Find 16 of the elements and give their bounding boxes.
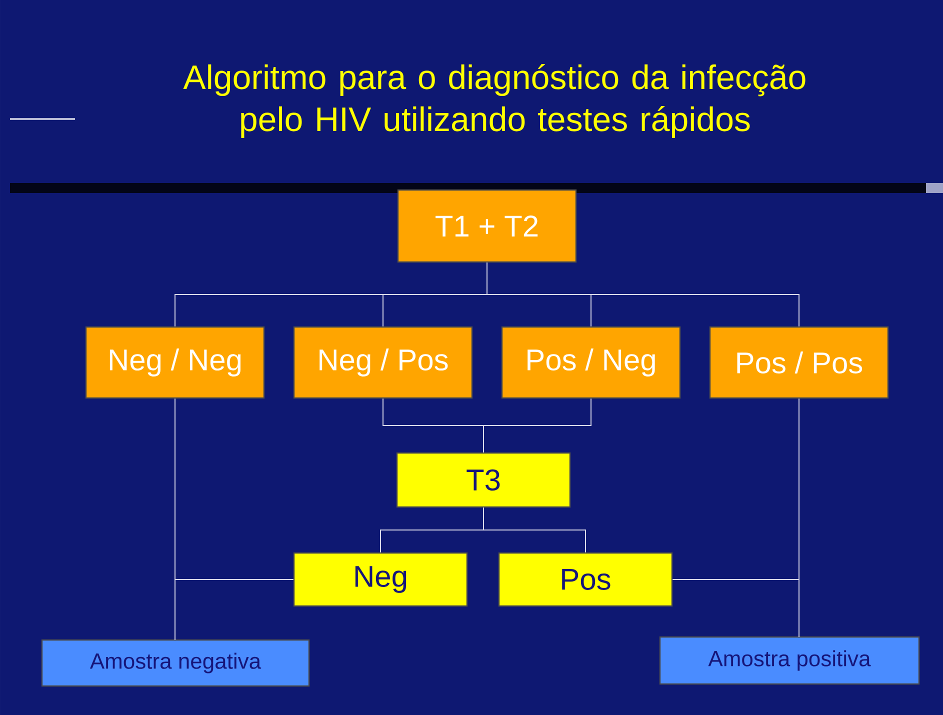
test-box: T3: [396, 452, 571, 508]
test-box: T1 + T2: [397, 189, 577, 263]
connector: [672, 579, 800, 638]
result-box: Neg: [293, 552, 468, 607]
result-box: Neg / Pos: [293, 326, 473, 399]
result-box: Pos / Neg: [501, 326, 681, 399]
connector: [483, 398, 592, 453]
result-box: Neg / Neg: [85, 326, 265, 399]
outcome-box: Amostra positiva: [659, 636, 920, 685]
title: Algoritmo para o diagnóstico da infecção pelo HIV utilizando testes rápidos: [183, 64, 806, 138]
result-box: Pos: [498, 552, 673, 607]
connector: [486, 262, 800, 327]
connector: [174, 579, 294, 640]
connector: [483, 507, 586, 553]
result-box: Pos / Pos: [709, 326, 889, 399]
outcome-box: Amostra negativa: [41, 639, 310, 687]
